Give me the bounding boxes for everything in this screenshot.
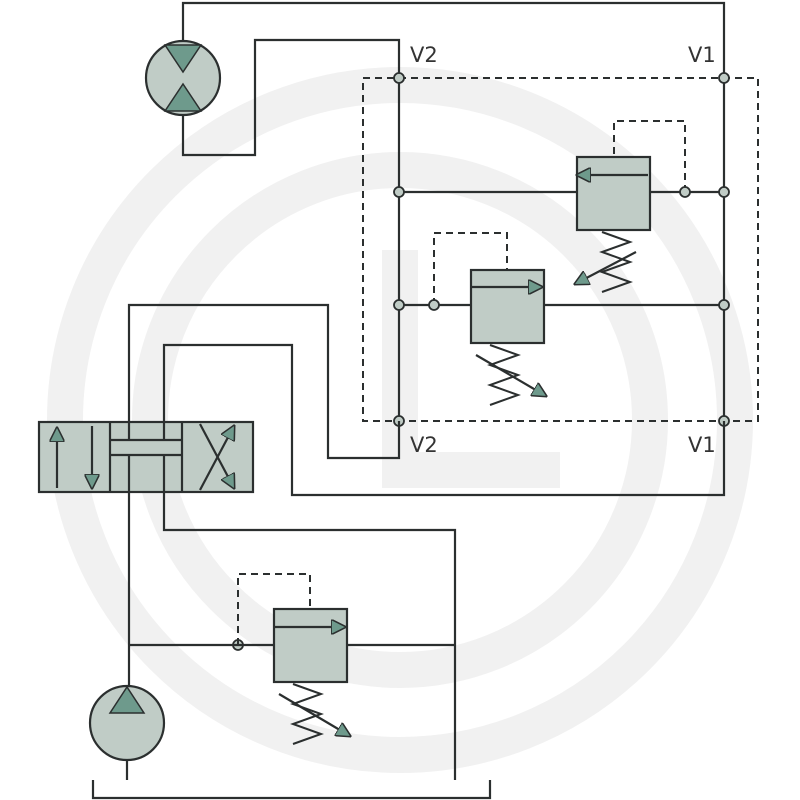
pressure-relief-valve-icon: [469, 268, 546, 406]
hydraulic-motor-icon: [144, 39, 222, 117]
lower-valve-pilot: [433, 232, 508, 305]
port-label-v2-bottom: V2: [410, 433, 438, 457]
motor-line-to-v2: [181, 38, 401, 157]
upper-valve-pilot: [613, 120, 686, 192]
port-label-v2-top: V2: [410, 43, 438, 67]
line-valve-a-to-v2: [127, 303, 401, 460]
line-valve-b-to-v1: [162, 343, 726, 497]
motor-line-to-v1: [181, 1, 726, 78]
tank-return-line: [162, 492, 457, 780]
directional-control-valve-icon: [37, 420, 255, 494]
counterbalance-valve-block: [362, 77, 759, 422]
junction-nodes: [232, 72, 730, 651]
port-label-v1-top: V1: [688, 43, 716, 67]
system-relief-pilot: [237, 573, 311, 645]
port-label-v1-bottom: V1: [688, 433, 716, 457]
tank-icon: [91, 780, 492, 800]
pressure-relief-valve-icon: [575, 155, 652, 293]
pressure-relief-valve-icon: [272, 607, 350, 745]
hydraulic-pump-icon: [88, 684, 166, 762]
